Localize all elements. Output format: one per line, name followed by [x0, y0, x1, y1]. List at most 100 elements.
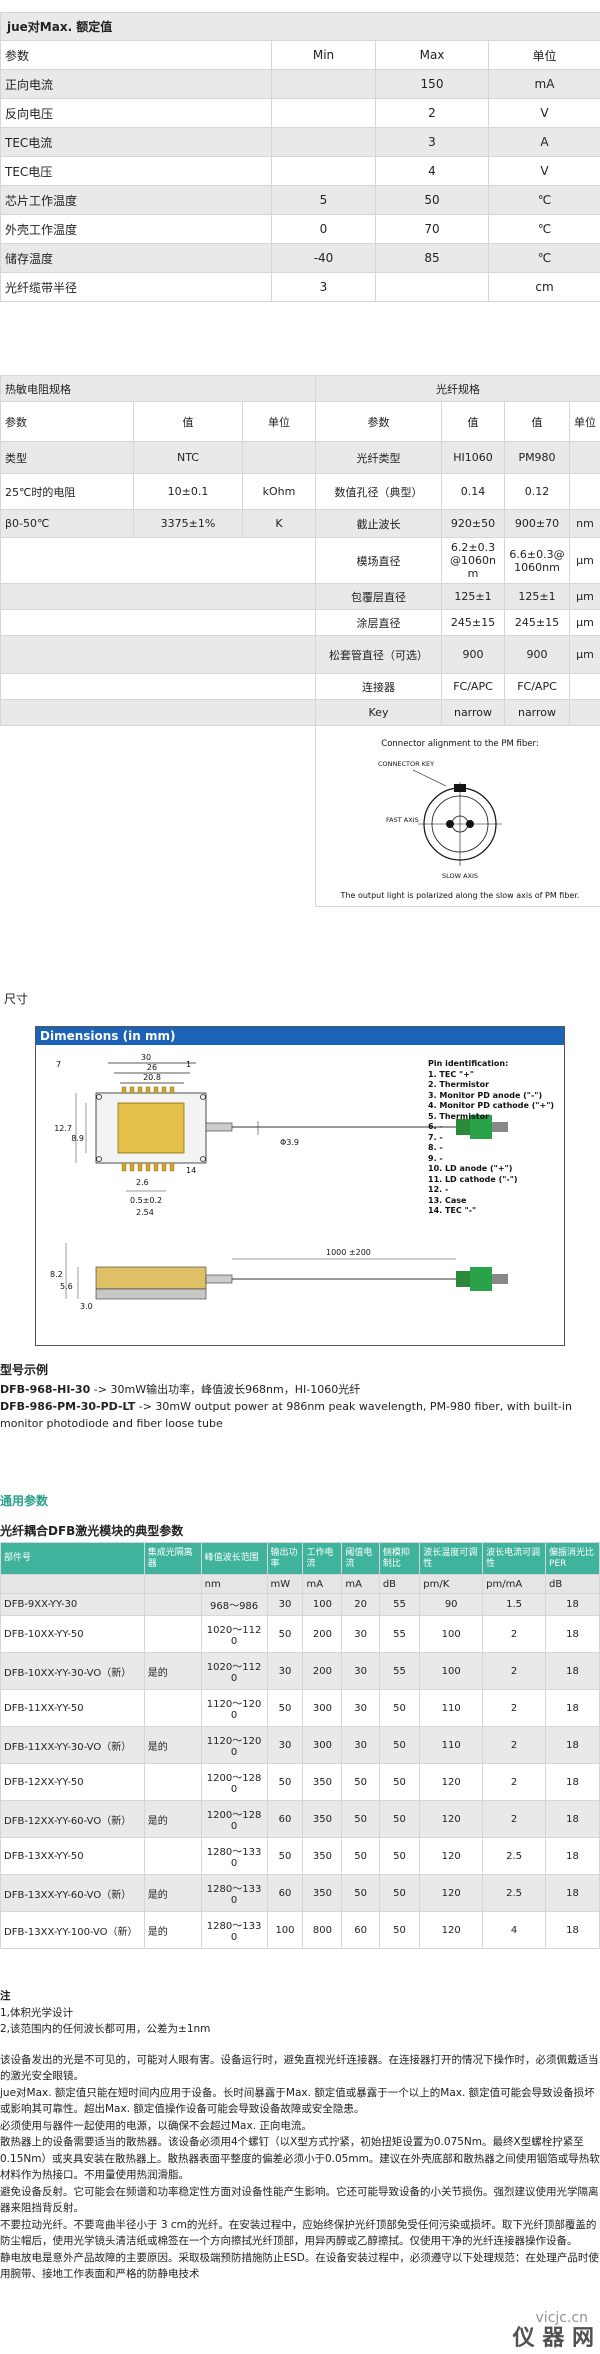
thermistor-empty — [0, 699, 316, 726]
spec-title-row: 热敏电阻规格光纤规格 — [0, 375, 600, 402]
dfb-cell: 200 — [302, 1615, 343, 1653]
model-desc-2: -> 30mW output power at 986nm peak wavel… — [0, 1400, 572, 1430]
pin-identification: Pin identification: 1. TEC "+"2. Thermis… — [428, 1059, 554, 1217]
dfb-cell: 1020～1120 — [200, 1652, 268, 1690]
dfb-cell: 800 — [302, 1911, 343, 1949]
dfb-header-cell: 波长电流可调性 — [482, 1542, 547, 1575]
connector-figure-title: Connector alignment to the PM fiber: — [381, 739, 538, 749]
dfb-cell: DFB-13XX-YY-100-VO（新） — [0, 1911, 145, 1949]
watermark-logo: 仪 器 网 — [512, 2326, 594, 2351]
dfb-cell: 30 — [266, 1726, 304, 1764]
dfb-cell: 120 — [419, 1763, 484, 1801]
dfb-cell: 350 — [302, 1763, 343, 1801]
dfb-cell: 是的 — [143, 1726, 202, 1764]
dfb-cell: 50 — [378, 1874, 421, 1912]
connector-caption: The output light is polarized along the … — [340, 891, 580, 900]
dfb-cell: 30 — [341, 1652, 380, 1690]
note-paragraph: 必须使用与器件一起使用的电源，以确保不会超过Max. 正向电流。 — [0, 2119, 312, 2132]
model-code-2: DFB-986-PM-30-PD-LT — [0, 1400, 136, 1413]
absolute-max-cell: 3 — [375, 127, 489, 157]
absolute-max-cell: 5 — [271, 185, 376, 215]
fiber-cell: 涂层直径 — [315, 609, 442, 636]
dfb-cell: 50 — [266, 1615, 304, 1653]
pin-item: 6. - — [428, 1122, 443, 1131]
pin-item: 10. LD anode ("+") — [428, 1164, 513, 1173]
dfb-unit-cell: mW — [266, 1574, 304, 1594]
absolute-max-cell: ℃ — [488, 185, 600, 215]
pin-item: 13. Case — [428, 1195, 467, 1205]
fiber-cell: HI1060 — [441, 441, 505, 474]
model-code-1: DFB-968-HI-30 — [0, 1383, 91, 1396]
fiber-title: 光纤规格 — [314, 375, 600, 402]
fiber-cell: 截止波长 — [315, 509, 442, 538]
pin-title: Pin identification: — [428, 1059, 509, 1068]
pin-item: 14. TEC "-" — [428, 1206, 477, 1215]
connector-figure-row: Connector alignment to the PM fiber:CONN… — [0, 725, 600, 907]
dfb-cell: DFB-9XX-YY-30 — [0, 1593, 145, 1616]
dfb-header-cell: 阈值电流 — [341, 1542, 380, 1575]
fiber-cell: 900 — [441, 635, 505, 674]
absolute-max-cell: 正向电流 — [0, 69, 272, 99]
dim-14: 14 — [186, 1166, 196, 1175]
dfb-cell: 50 — [378, 1763, 421, 1801]
thermistor-cell: K — [242, 509, 316, 538]
dfb-cell — [143, 1763, 202, 1801]
pin-item: 2. Thermistor — [428, 1080, 490, 1089]
absolute-max-cell: V — [488, 98, 600, 128]
dfb-unit-cell: mA — [341, 1574, 380, 1594]
thermistor-empty — [0, 635, 316, 674]
thermistor-cell: 3375±1% — [133, 509, 243, 538]
model-desc-1: -> 30mW输出功率，峰值波长968nm，HI-1060光纤 — [90, 1383, 361, 1396]
dfb-cell: 50 — [378, 1689, 421, 1727]
dfb-cell: 18 — [545, 1726, 600, 1764]
fiber-cell: 245±15 — [504, 609, 570, 636]
dfb-cell: 100 — [419, 1615, 484, 1653]
absolute-max-cell: 外壳工作温度 — [0, 214, 272, 244]
dfb-cell: 1280～1330 — [200, 1837, 268, 1875]
fiber-cell: narrow — [504, 699, 570, 726]
dfb-cell: 100 — [302, 1593, 343, 1616]
note-paragraph: 不要拉动光纤。不要弯曲半径小于 3 cm的光纤。在安装过程中，应始终保护光纤顶部… — [0, 2218, 597, 2248]
dfb-unit-cell — [143, 1574, 202, 1594]
dfb-cell — [143, 1615, 202, 1653]
pin-item: 11. LD cathode ("-") — [428, 1174, 518, 1184]
dim-8-9: 8.9 — [71, 1134, 84, 1143]
absolute-max-cell: 储存温度 — [0, 243, 272, 273]
dfb-unit-cell: pm/mA — [482, 1574, 547, 1594]
fiber-cell — [568, 673, 600, 700]
dfb-cell: 55 — [378, 1615, 421, 1653]
dfb-cell: 30 — [266, 1593, 304, 1616]
dfb-cell: 1120～1200 — [200, 1689, 268, 1727]
note-item: 2,该范围内的任何波长都可用，公差为±1nm — [0, 2023, 211, 2035]
thermistor-cell: 10±0.1 — [133, 473, 243, 510]
dfb-cell: 是的 — [143, 1874, 202, 1912]
dfb-cell: 18 — [545, 1837, 600, 1875]
absolute-max-header-cell: Max — [375, 40, 489, 70]
fiber-cell: 245±15 — [441, 609, 505, 636]
pin-item: 4. Monitor PD cathode ("+") — [428, 1101, 555, 1110]
thermistor-cell: NTC — [133, 441, 243, 474]
dfb-cell: 1280～1330 — [200, 1874, 268, 1912]
absolute-max-cell — [271, 69, 376, 99]
dfb-cell: 110 — [419, 1689, 484, 1727]
dfb-header-row: 部件号集成光隔离器峰值波长范围输出功率工作电流阈值电流侧模抑制比波长温度可调性波… — [0, 1542, 600, 1575]
dfb-cell: 350 — [302, 1837, 343, 1875]
absolute-max-cell: cm — [488, 272, 600, 302]
dfb-cell: 2.5 — [482, 1837, 547, 1875]
absolute-max-cell: ℃ — [488, 243, 600, 273]
fiber-cell: Key — [315, 699, 442, 726]
dim-2-54: 2.54 — [136, 1208, 154, 1217]
pin-item: 7. - — [428, 1132, 443, 1142]
